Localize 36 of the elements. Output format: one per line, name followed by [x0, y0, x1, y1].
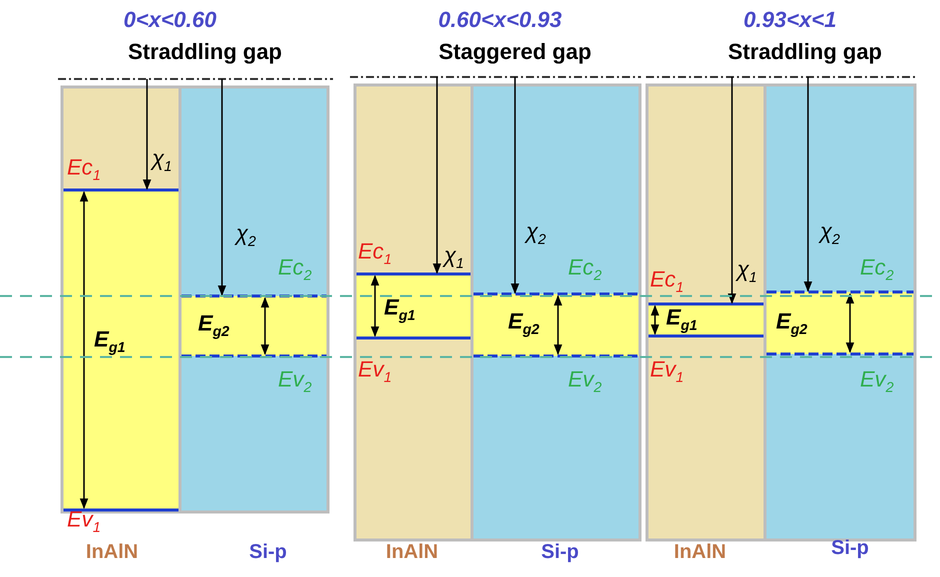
material-label: Si-p — [831, 538, 869, 558]
band-edge-label: Ev$_{2}$ — [860, 368, 894, 396]
affinity-label: χ$_{2}$ — [820, 220, 840, 248]
bandgap-label: E$_{g1}$ — [666, 306, 698, 334]
band-edge-label: Ev$_{1}$ — [650, 358, 684, 386]
band-edge-label: Ev$_{1}$ — [67, 508, 101, 536]
band-edge-label: Ec$_{1}$ — [650, 268, 684, 296]
material-label: Si-p — [249, 542, 287, 562]
affinity-label: χ$_{2}$ — [236, 222, 256, 250]
bandgap-label: E$_{g1}$ — [384, 296, 416, 324]
band-edge-label: Ec$_{2}$ — [860, 256, 894, 284]
band-edge-label: Ec$_{1}$ — [358, 240, 392, 268]
band-edge-label: Ec$_{1}$ — [67, 156, 101, 184]
band-edge-label: Ec$_{2}$ — [278, 256, 312, 284]
affinity-label: χ$_{1}$ — [152, 148, 172, 174]
alignment-type: Staggered gap — [438, 41, 592, 63]
alignment-type: Straddling gap — [128, 41, 282, 63]
affinity-label: χ$_{1}$ — [444, 244, 464, 272]
bandgap-label: E$_{g1}$ — [94, 328, 126, 356]
bandgap-label: E$_{g2}$ — [508, 310, 540, 338]
affinity-label: χ$_{1}$ — [737, 258, 757, 286]
band-edge-label: Ev$_{2}$ — [568, 368, 602, 396]
material-label: Si-p — [541, 542, 579, 562]
band-edge-label: Ev$_{1}$ — [358, 358, 392, 386]
material-label: InAlN — [674, 542, 726, 562]
material-label: InAlN — [86, 542, 138, 562]
composition-range: 0<x<0.60 — [124, 9, 216, 31]
composition-range: 0.60<x<0.93 — [438, 9, 562, 31]
bandgap-label: E$_{g2}$ — [198, 312, 230, 340]
material-label: InAlN — [386, 542, 438, 562]
bandgap-label: E$_{g2}$ — [776, 310, 808, 338]
affinity-label: χ$_{2}$ — [526, 220, 546, 248]
alignment-type: Straddling gap — [728, 41, 882, 63]
composition-range: 0.93<x<1 — [744, 9, 836, 31]
band-edge-label: Ev$_{2}$ — [278, 368, 312, 396]
band-edge-label: Ec$_{2}$ — [568, 256, 602, 284]
